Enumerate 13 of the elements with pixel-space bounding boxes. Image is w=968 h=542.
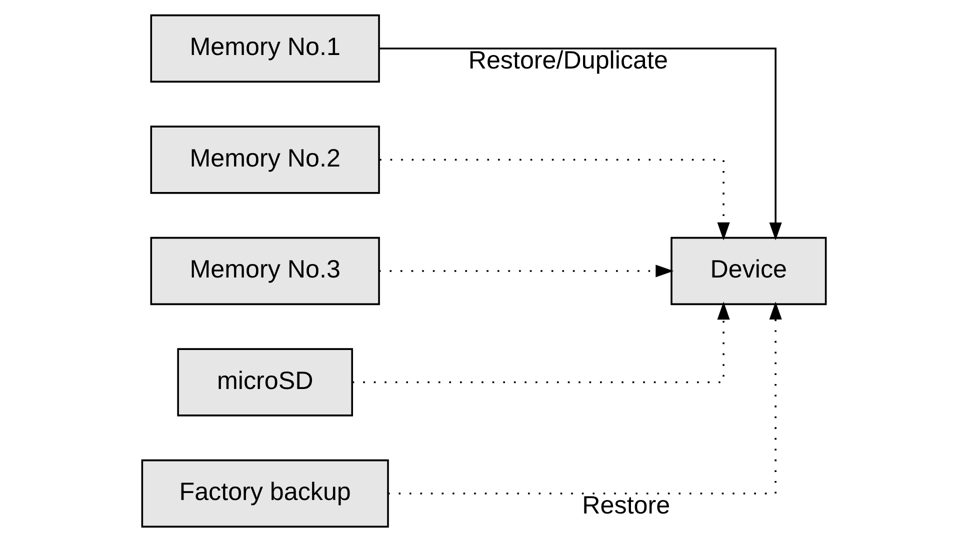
node-box: Memory No.3 (150, 236, 380, 306)
node-box: Device (670, 236, 827, 306)
arrow (380, 158, 730, 240)
node-box: Memory No.2 (150, 126, 380, 194)
node-box: microSD (177, 348, 354, 416)
arrow (352, 302, 730, 384)
arrow (380, 48, 782, 240)
edge-label: Restore (582, 492, 670, 520)
arrow (388, 302, 782, 494)
node-box: Factory backup (141, 459, 389, 528)
node-box: Memory No.1 (150, 14, 380, 83)
arrow (379, 264, 674, 278)
edge-label: Restore/Duplicate (468, 46, 668, 75)
